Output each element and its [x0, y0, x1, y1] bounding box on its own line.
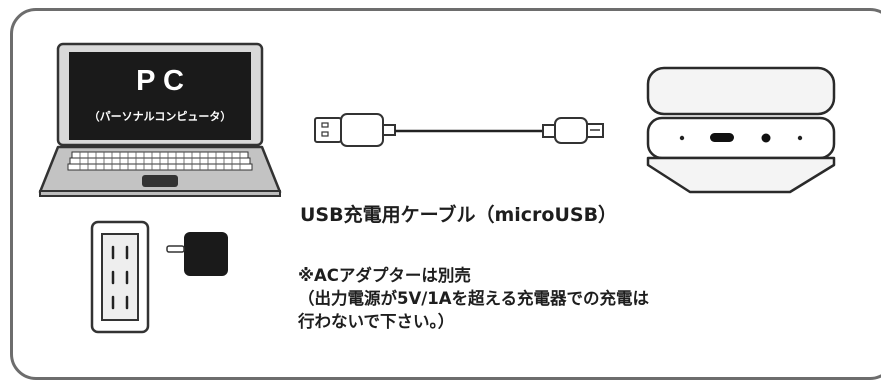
indicator-dot-left: [679, 135, 685, 141]
note-charger-warning-line1: （出力電源が5V/1Aを超える充電器での充電は: [298, 289, 650, 308]
power-button: [761, 133, 771, 143]
microusb-port: [710, 133, 734, 142]
laptop-screen: [69, 52, 251, 140]
laptop-pc-icon: P C （パーソナルコンピュータ）: [38, 42, 282, 197]
note-adapter-sold-separately: ※ACアダプターは別売: [298, 266, 471, 285]
ac-adapter-icon: [166, 232, 228, 276]
indicator-dot-right: [797, 135, 803, 141]
cable-label: USB充電用ケーブル（microUSB）: [300, 204, 618, 226]
laptop-screen-title: P C: [136, 65, 184, 97]
keyboard-keys: [79, 152, 241, 170]
diagram-artwork: P C （パーソナルコンピュータ）: [38, 42, 836, 334]
laptop-screen-subtitle: （パーソナルコンピュータ）: [89, 110, 232, 123]
note-charger-warning-line2: 行わないで下さい。）: [298, 312, 455, 331]
wall-outlet-icon: [90, 220, 150, 334]
speaker-device-icon: [646, 66, 836, 194]
laptop-touchpad: [142, 175, 178, 187]
usb-cable-icon: [314, 113, 604, 147]
